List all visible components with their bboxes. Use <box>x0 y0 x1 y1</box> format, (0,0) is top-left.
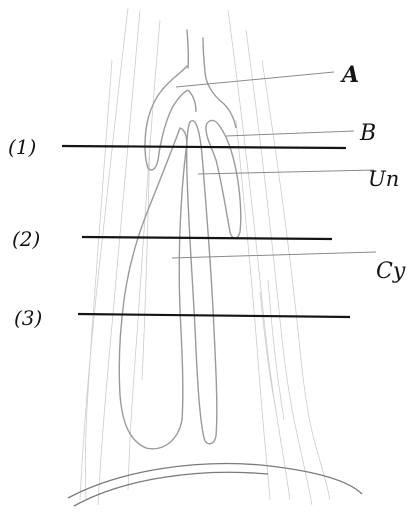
label-b: B <box>359 121 376 146</box>
section-label-3: (3) <box>14 306 42 330</box>
label-a: A <box>340 62 359 88</box>
label-un: Un <box>368 167 399 191</box>
section-label-2: (2) <box>12 227 40 251</box>
section-label-1: (1) <box>8 135 36 159</box>
label-cy: Cy <box>376 259 406 284</box>
